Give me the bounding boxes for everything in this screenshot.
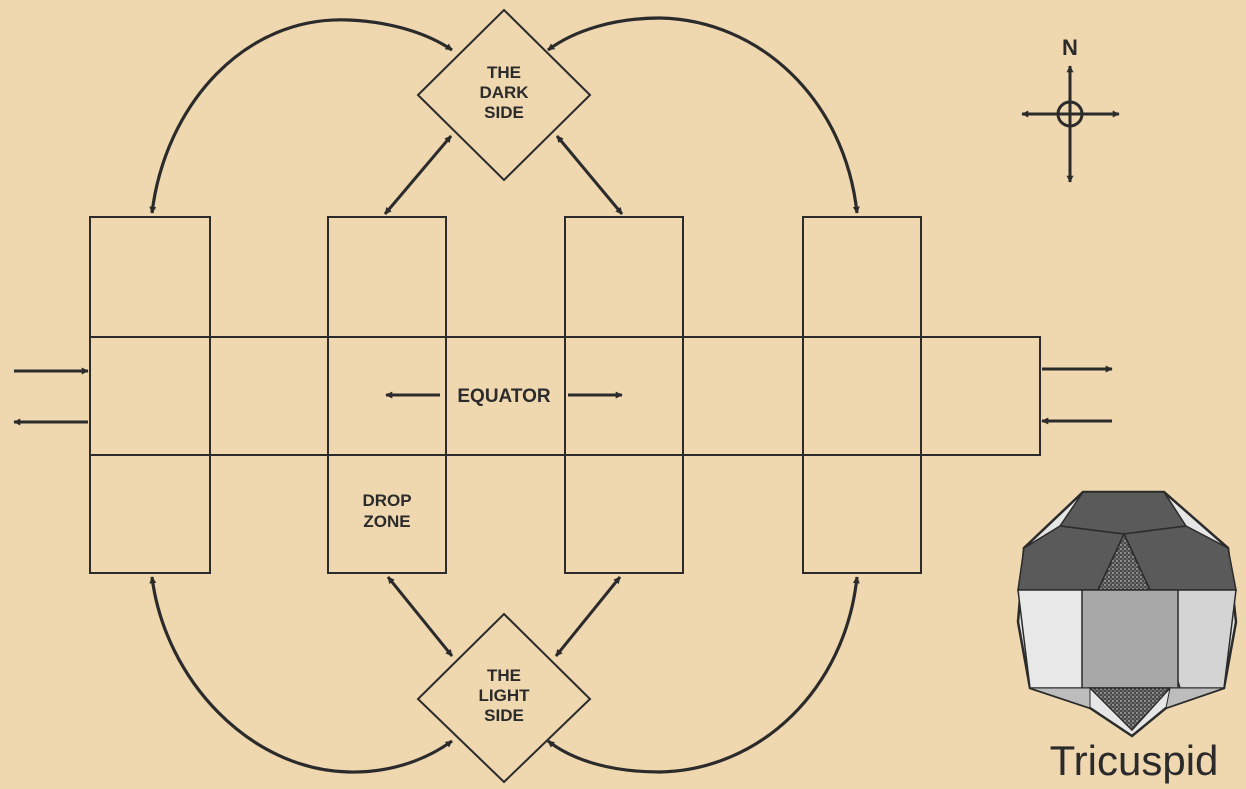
arrow-light-side-left — [149, 576, 453, 774]
light-side-label-line2: LIGHT — [479, 686, 531, 705]
shape-name-label: Tricuspid — [1050, 737, 1219, 784]
compass-north-label: N — [1062, 35, 1078, 60]
arrow-light-side-inner-right — [554, 576, 622, 657]
map-cell — [564, 454, 684, 574]
dark-side-label-line1: THE — [487, 63, 521, 82]
drop-zone-label-line2: ZONE — [363, 512, 410, 531]
drop-zone-label-line1: DROP — [362, 491, 411, 510]
equator-label: EQUATOR — [457, 386, 551, 407]
map-cell — [89, 454, 211, 574]
map-cell — [327, 216, 447, 338]
arrow-light-side-inner-left — [386, 576, 454, 657]
map-grid — [89, 216, 1041, 574]
arrow-dark-side-inner-left — [383, 135, 453, 215]
arrow-light-side-right — [547, 576, 860, 774]
dark-side-node: THE DARK SIDE — [416, 8, 592, 182]
map-cell — [802, 216, 922, 338]
map-cell — [802, 454, 922, 574]
light-side-label-line3: SIDE — [484, 706, 524, 725]
arrow-dark-side-left — [149, 18, 453, 214]
compass-rose-icon: N — [1021, 35, 1120, 183]
light-side-node: THE LIGHT SIDE — [416, 612, 592, 784]
arrow-dark-side-right — [547, 16, 860, 214]
map-cell — [89, 216, 211, 338]
drop-zone-cell — [327, 454, 447, 574]
dark-side-label-line2: DARK — [479, 83, 529, 102]
dark-side-label-line3: SIDE — [484, 103, 524, 122]
polyhedron-icon — [1016, 490, 1238, 738]
map-cell — [564, 216, 684, 338]
light-side-label-line1: THE — [487, 666, 521, 685]
arrow-dark-side-inner-right — [555, 135, 624, 215]
equator-marker: EQUATOR — [385, 386, 623, 407]
